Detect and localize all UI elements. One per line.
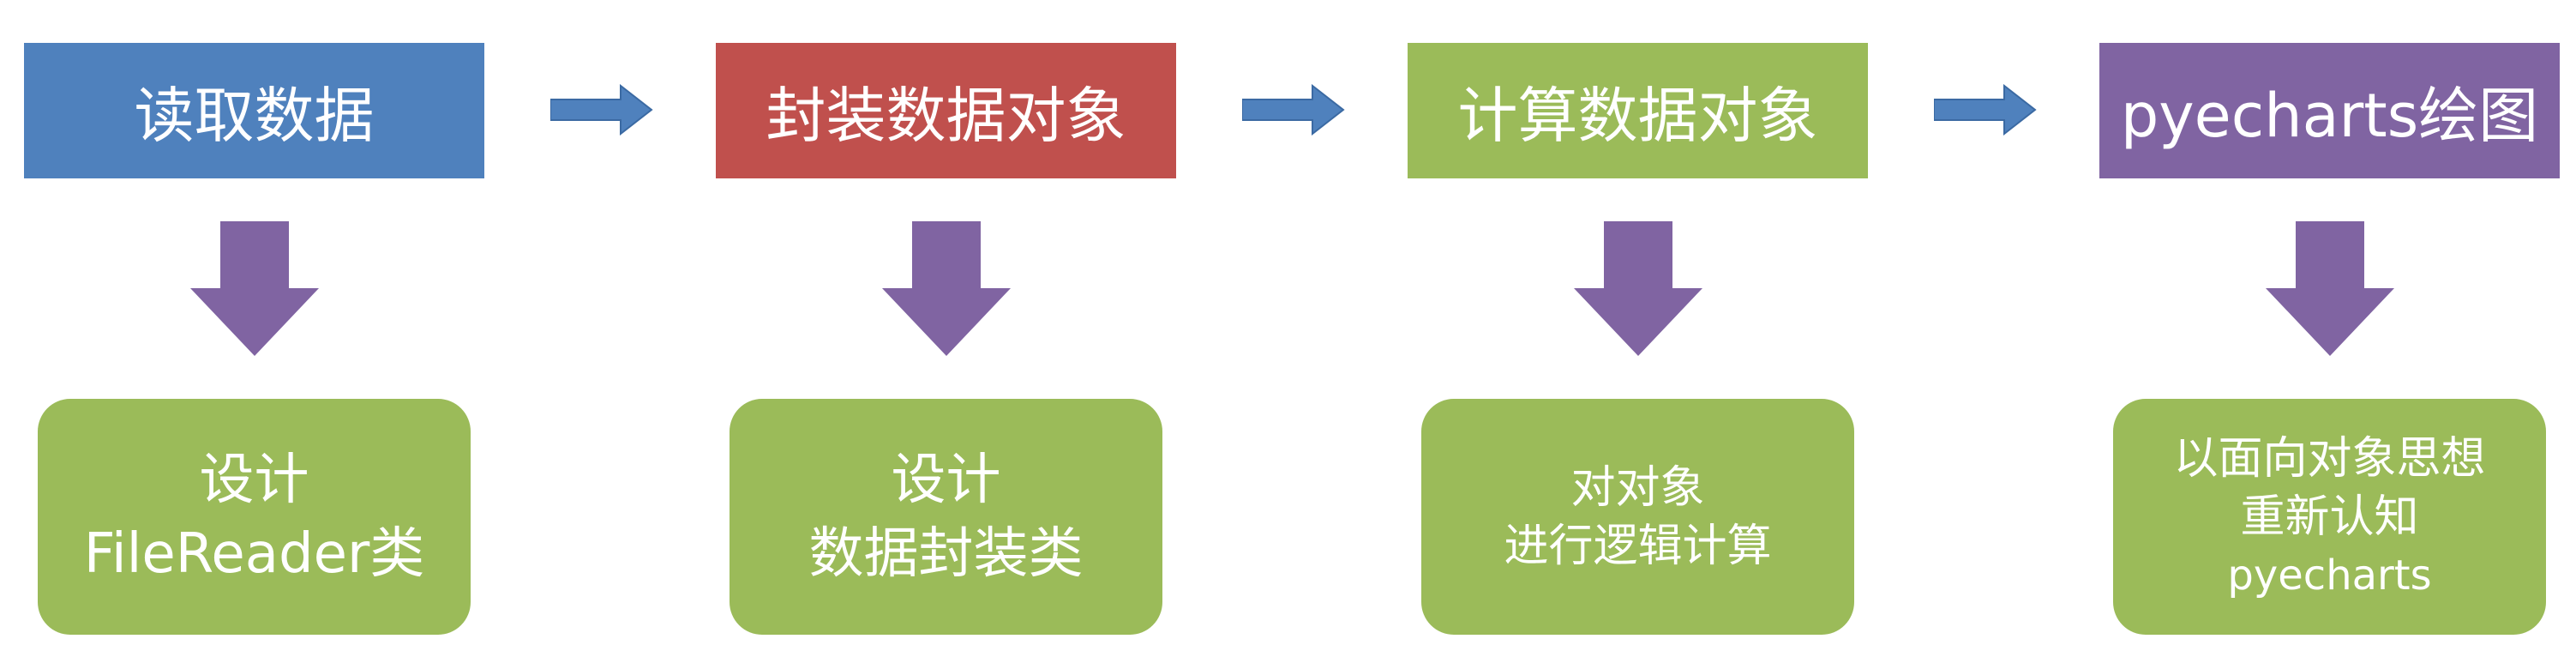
step-compute-data-objects-label: 计算数据对象: [1457, 80, 1818, 151]
detail-line: 对对象: [1570, 461, 1705, 514]
detail-design-data-wrapper: 设计 数据封装类: [730, 399, 1162, 635]
step-read-data-label: 读取数据: [134, 80, 375, 151]
down-arrow-icon: [190, 221, 319, 356]
right-arrow-icon: [1242, 84, 1345, 136]
detail-line: 数据封装类: [808, 521, 1084, 586]
step-wrap-data-objects-label: 封装数据对象: [766, 80, 1126, 151]
right-arrow-icon: [550, 84, 653, 136]
detail-line: pyecharts: [2227, 551, 2432, 600]
detail-line: FileReader类: [83, 521, 425, 586]
right-arrow-icon: [1934, 84, 2037, 136]
down-arrow-icon: [2266, 221, 2394, 356]
down-arrow-icon: [1574, 221, 1702, 356]
detail-line: 重新认知: [2240, 491, 2419, 543]
detail-line: 进行逻辑计算: [1504, 520, 1772, 572]
step-read-data: 读取数据: [24, 43, 484, 178]
step-compute-data-objects: 计算数据对象: [1408, 43, 1868, 178]
detail-line: 设计: [891, 448, 1001, 512]
down-arrow-icon: [882, 221, 1011, 356]
detail-logic-compute: 对对象 进行逻辑计算: [1421, 399, 1854, 635]
detail-line: 设计: [199, 448, 309, 512]
detail-design-filereader: 设计 FileReader类: [38, 399, 471, 635]
detail-oop-pyecharts: 以面向对象思想 重新认知 pyecharts: [2113, 399, 2546, 635]
detail-line: 以面向对象思想: [2173, 432, 2486, 485]
step-wrap-data-objects: 封装数据对象: [716, 43, 1176, 178]
step-pyecharts-plot-label: pyecharts绘图: [2120, 80, 2539, 151]
step-pyecharts-plot: pyecharts绘图: [2099, 43, 2560, 178]
